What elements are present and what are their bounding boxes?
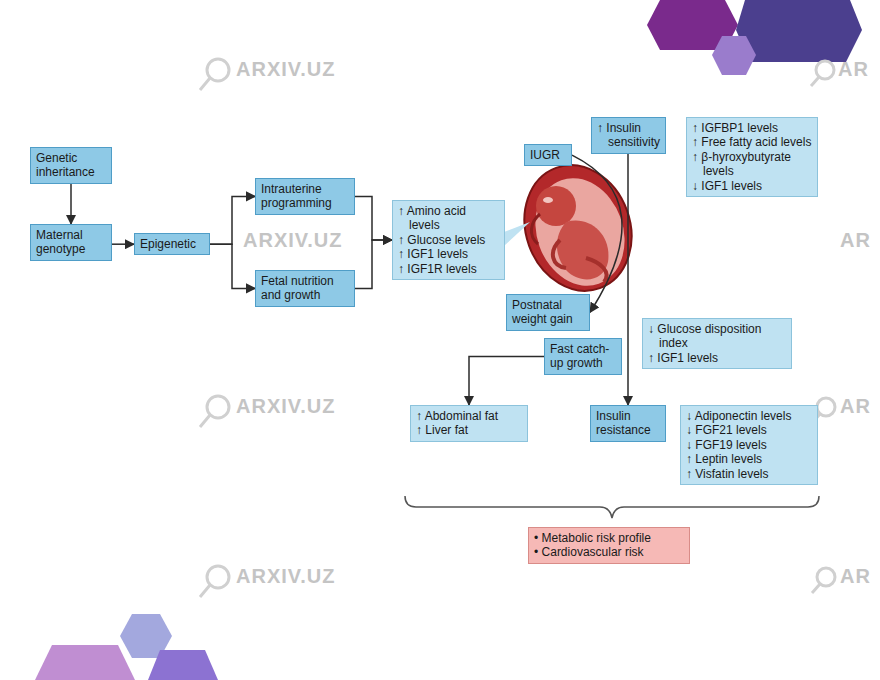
hexagon — [148, 650, 218, 680]
box-text: ↑ Visfatin levels — [686, 467, 812, 481]
box-text: Fast catch-up growth — [550, 342, 616, 371]
callout-box: ↑ IGFBP1 levels↑ Free fatty acid levels↑… — [686, 117, 818, 197]
process-box: Fast catch-up growth — [544, 338, 622, 375]
box-text: Epigenetic — [140, 237, 204, 251]
connector-arrow — [355, 196, 392, 240]
callout-box: ↓ Glucose disposition index↑ IGF1 levels — [642, 318, 792, 369]
box-text: Fetal nutrition and growth — [261, 274, 349, 303]
watermark: ARXIV.UZ — [236, 395, 336, 418]
box-text: ↑ IGFBP1 levels — [692, 121, 812, 135]
connector-arrow — [70, 184, 72, 224]
hexagon — [35, 645, 135, 680]
box-text: ↑ Abdominal fat — [416, 409, 522, 423]
process-box: Genetic inheritance — [30, 147, 112, 184]
box-text: ↑ IGF1R levels — [398, 262, 499, 276]
box-text: IUGR — [530, 148, 566, 162]
callout-box: ↑ Abdominal fat↑ Liver fat — [410, 405, 528, 442]
box-text: • Metabolic risk profile — [534, 531, 684, 545]
watermark: ARXIV.UZ — [243, 229, 343, 252]
watermark: AR — [840, 229, 871, 252]
watermark-icon — [200, 59, 835, 597]
box-text: ↑ Liver fat — [416, 423, 522, 437]
watermark: ARXIV.UZ — [236, 565, 336, 588]
watermark: AR — [838, 58, 869, 81]
watermark: AR — [840, 395, 871, 418]
box-text: Postnatal weight gain — [512, 298, 584, 327]
box-text: ↑ Insulin sensitivity — [597, 121, 660, 150]
box-text: ↑ Leptin levels — [686, 452, 812, 466]
connector-arrow — [627, 154, 629, 405]
connector-arrow — [469, 356, 544, 405]
box-text: Intrauterine programming — [261, 182, 349, 211]
connector-arrow — [112, 243, 134, 245]
box-text: Maternal genotype — [36, 228, 106, 257]
process-box: ↑ Insulin sensitivity — [591, 117, 666, 154]
process-box: IUGR — [524, 144, 572, 166]
box-text: ↓ Adiponectin levels — [686, 409, 812, 423]
box-text: Insulin resistance — [596, 409, 660, 438]
process-box: Fetal nutrition and growth — [255, 270, 355, 307]
process-box: Intrauterine programming — [255, 178, 355, 215]
box-text: ↑ IGF1 levels — [648, 351, 786, 365]
process-box: Epigenetic — [134, 233, 210, 255]
callout-box: ↑ Amino acid levels↑ Glucose levels↑ IGF… — [392, 200, 505, 280]
hexagon — [736, 0, 862, 62]
box-text: ↓ FGF21 levels — [686, 423, 812, 437]
callout-pointer — [504, 222, 530, 246]
callout-box: ↓ Adiponectin levels↓ FGF21 levels↓ FGF1… — [680, 405, 818, 485]
box-text: ↓ FGF19 levels — [686, 438, 812, 452]
box-text: ↑ Free fatty acid levels — [692, 135, 812, 149]
connector-arrow — [572, 155, 622, 312]
box-text: ↑ Glucose levels — [398, 233, 499, 247]
process-box: Postnatal weight gain — [506, 294, 590, 331]
hexagon — [712, 36, 756, 75]
box-text: ↓ IGF1 levels — [692, 179, 812, 193]
box-text: ↑ β-hyroxybutyrate levels — [692, 150, 812, 179]
watermark: AR — [840, 565, 871, 588]
box-text: • Cardiovascular risk — [534, 545, 684, 559]
box-text: Genetic inheritance — [36, 151, 106, 180]
watermark: ARXIV.UZ — [236, 58, 336, 81]
process-box: Maternal genotype — [30, 224, 112, 261]
box-text: ↓ Glucose disposition index — [648, 322, 786, 351]
brace — [405, 496, 819, 518]
process-box: Insulin resistance — [590, 405, 666, 442]
box-text: ↑ IGF1 levels — [398, 247, 499, 261]
risk-box: • Metabolic risk profile• Cardiovascular… — [528, 527, 690, 564]
connector-arrow — [355, 240, 392, 288]
box-text: ↑ Amino acid levels — [398, 204, 499, 233]
